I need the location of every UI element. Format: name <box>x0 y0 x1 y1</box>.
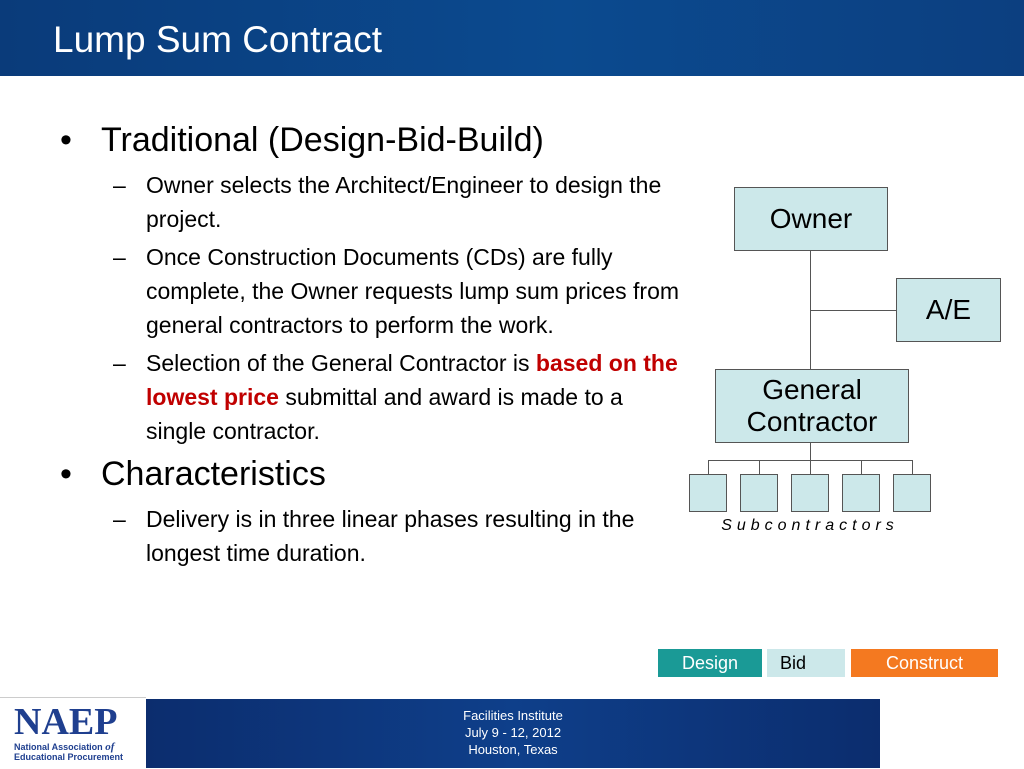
bullet-list: • Traditional (Design-Bid-Build) – Owner… <box>60 118 680 574</box>
sub-bullet-text-post: submittal and award is made to a single … <box>146 384 623 444</box>
ae-box: A/E <box>896 278 1001 342</box>
dash-mark: – <box>113 244 126 270</box>
footer-bar: Facilities Institute July 9 - 12, 2012 H… <box>146 699 880 768</box>
ae-label: A/E <box>925 294 972 325</box>
sub-bullet-text: Once Construction Documents (CDs) are fu… <box>146 244 680 338</box>
phase-design: Design <box>658 649 762 677</box>
sub-drop-line <box>708 460 709 474</box>
slide-title: Lump Sum Contract <box>53 19 383 60</box>
sub-bullet-text: Owner selects the Architect/Engineer to … <box>146 172 662 232</box>
footer-line3: Houston, Texas <box>468 742 558 757</box>
subcontractor-box <box>893 474 931 512</box>
sub-bullet: – Once Construction Documents (CDs) are … <box>60 240 680 342</box>
bullet-characteristics: • Characteristics <box>60 452 680 496</box>
footer-line1: Facilities Institute <box>463 708 563 723</box>
subcontractor-box <box>740 474 778 512</box>
phase-label: Design <box>681 653 739 673</box>
owner-box: Owner <box>734 187 888 251</box>
footer-text: Facilities Institute July 9 - 12, 2012 H… <box>146 707 880 758</box>
logo-sub-of: of <box>105 741 115 753</box>
sub-bullet-text-pre: Selection of the General Contractor is <box>146 350 536 376</box>
sub-bullet-text: Delivery is in three linear phases resul… <box>146 506 635 566</box>
bullet-text: Traditional (Design-Bid-Build) <box>101 121 544 159</box>
phase-construct: Construct <box>851 649 998 677</box>
subcontractor-box <box>791 474 829 512</box>
general-contractor-box: General Contractor <box>715 369 909 443</box>
dash-mark: – <box>113 350 126 376</box>
highlight-text: based on the lowest price <box>146 350 678 410</box>
bullet-traditional: • Traditional (Design-Bid-Build) <box>60 118 680 162</box>
ae-connector <box>810 310 896 311</box>
logo-subtitle: National Association of Educational Proc… <box>14 741 124 763</box>
gc-label-line2: Contractor <box>746 406 878 437</box>
footer-line2: July 9 - 12, 2012 <box>464 725 562 740</box>
dash-mark: – <box>113 172 126 198</box>
logo-sub-line2: Educational Procurement <box>14 752 124 762</box>
dash-mark: – <box>113 506 126 532</box>
sub-bullet: – Owner selects the Architect/Engineer t… <box>60 168 680 236</box>
logo-sub-line1: National Association <box>14 742 103 752</box>
logo-text: NAEP <box>14 701 118 743</box>
bullet-mark: • <box>60 455 72 493</box>
subcontractors-label: Subcontractors <box>721 517 899 534</box>
subcontractor-box <box>842 474 880 512</box>
sub-bullet: – Delivery is in three linear phases res… <box>60 502 680 570</box>
subcontractor-box <box>689 474 727 512</box>
sub-drop-line <box>810 460 811 474</box>
sub-drop-line <box>912 460 913 474</box>
gc-label-line1: General <box>762 374 862 405</box>
phase-label: Bid <box>780 653 807 673</box>
bullet-text: Characteristics <box>101 455 326 493</box>
sub-bullet: – Selection of the General Contractor is… <box>60 346 680 448</box>
phase-bid: Bid <box>767 649 845 677</box>
sub-drop-line <box>861 460 862 474</box>
owner-label: Owner <box>769 203 853 234</box>
gc-connector <box>810 442 811 460</box>
bullet-mark: • <box>60 121 72 159</box>
sub-drop-line <box>759 460 760 474</box>
phase-label: Construct <box>885 653 964 673</box>
title-bar: Lump Sum Contract <box>0 0 1024 76</box>
naep-logo: NAEP National Association of Educational… <box>0 697 146 769</box>
